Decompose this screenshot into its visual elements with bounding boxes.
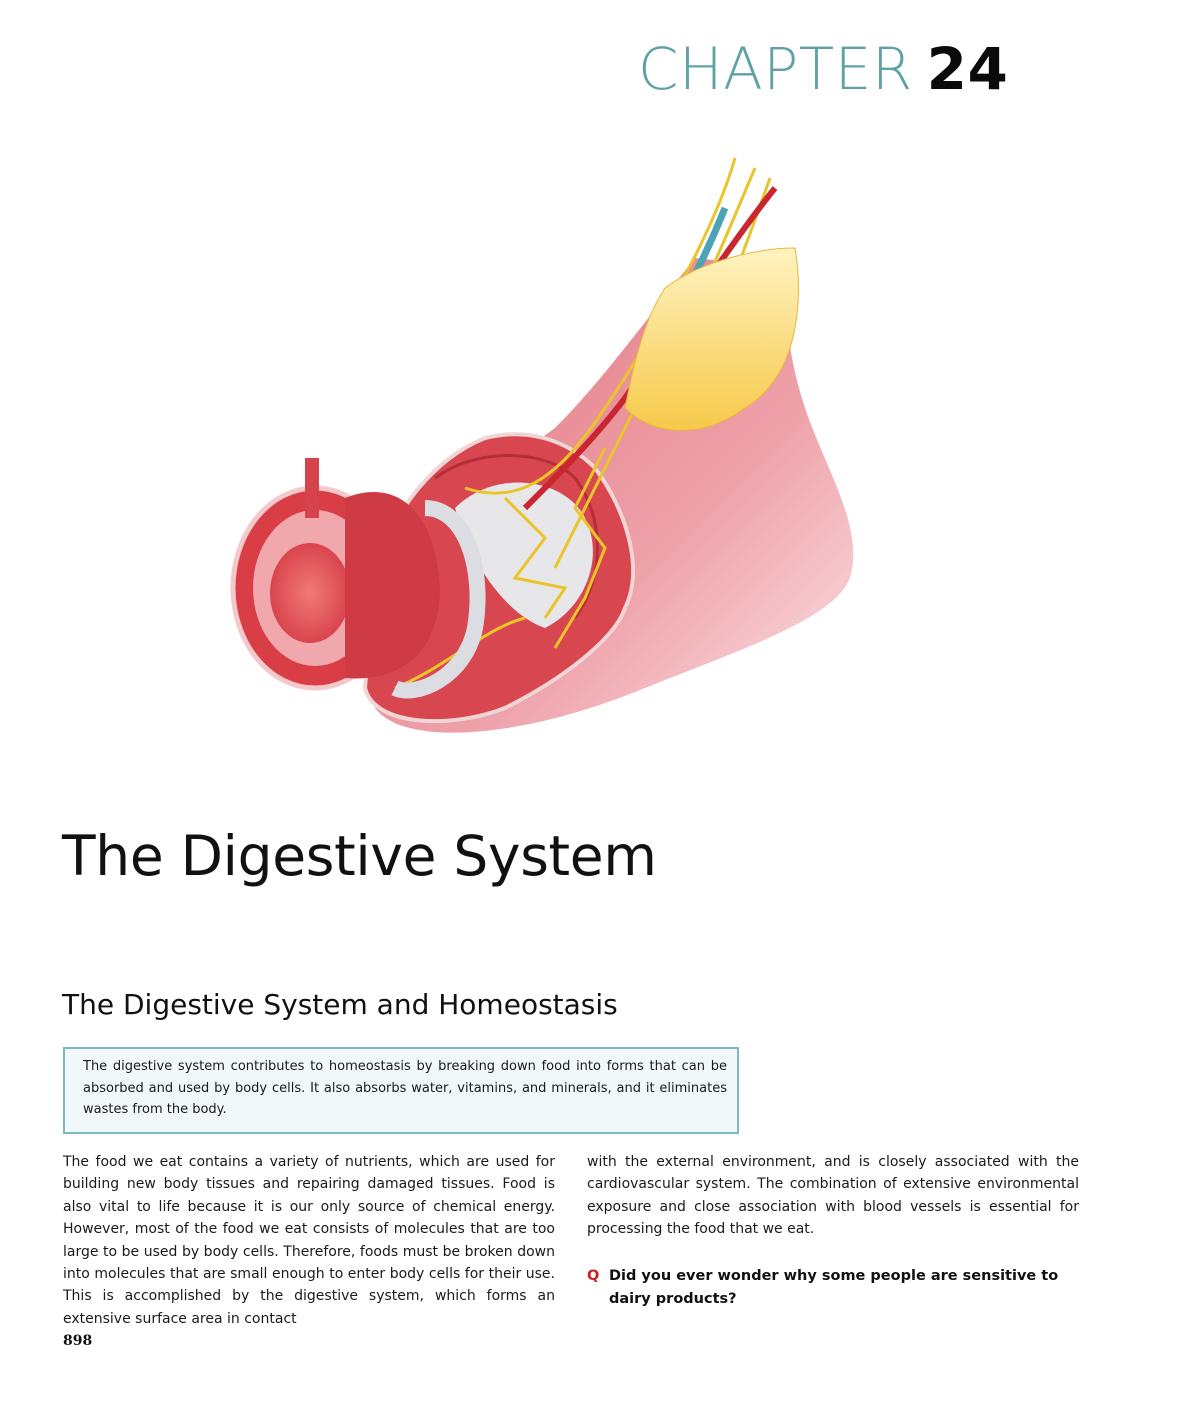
- question-marker: Q: [587, 1268, 600, 1284]
- page-number: 898: [63, 1333, 93, 1349]
- question-callout: Q Did you ever wonder why some people ar…: [587, 1265, 1077, 1310]
- body-text-left-column: The food we eat contains a variety of nu…: [63, 1154, 555, 1327]
- body-text-right-column: with the external environment, and is cl…: [587, 1154, 1079, 1238]
- section-heading: The Digestive System and Homeostasis: [62, 988, 618, 1021]
- chapter-label: CHAPTER: [638, 35, 913, 103]
- summary-text: The digestive system contributes to home…: [83, 1059, 727, 1117]
- digestive-tract-illustration: [225, 148, 865, 778]
- question-text: Did you ever wonder why some people are …: [609, 1268, 1059, 1307]
- homeostasis-summary-box: The digestive system contributes to home…: [63, 1047, 739, 1134]
- page-title: The Digestive System: [62, 824, 657, 888]
- chapter-number: 24: [926, 35, 1009, 103]
